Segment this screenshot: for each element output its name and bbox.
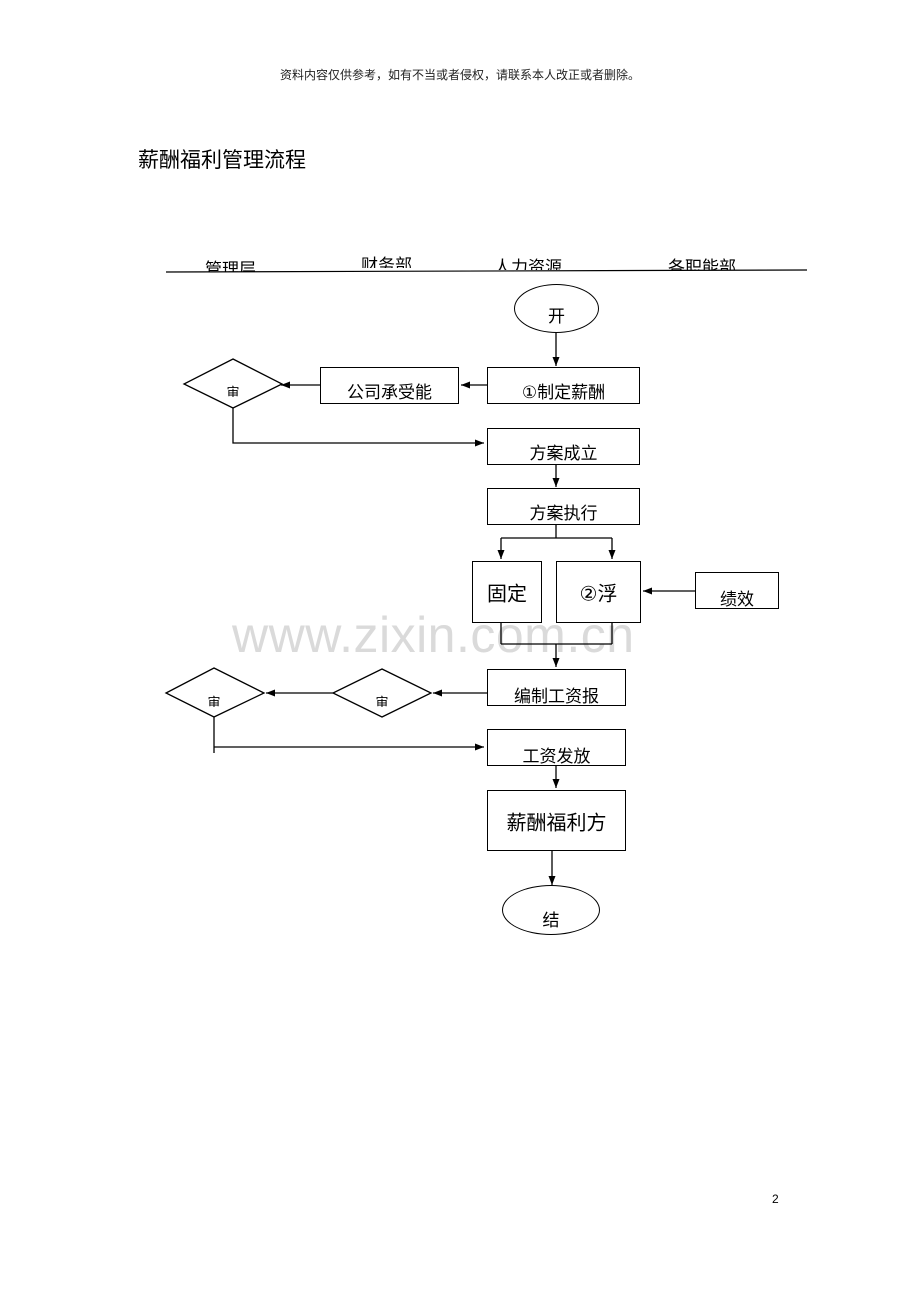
arrow-diamond1-established (232, 408, 484, 447)
process-formulate-label: ①制定薪酬 (521, 383, 606, 403)
process-floating-salary-label: ②浮 (579, 581, 618, 606)
process-payroll: 编制工资报 (487, 669, 626, 706)
process-scheme-established-label: 方案成立 (529, 444, 598, 464)
process-scheme-execute: 方案执行 (487, 488, 640, 525)
process-scheme-established: 方案成立 (487, 428, 640, 465)
lane-management: 管理层 (205, 260, 256, 272)
process-company-review-label: 公司承受能 (347, 383, 432, 403)
page-number: 2 (772, 1192, 779, 1206)
process-salary-payout: 工资发放 (487, 729, 626, 766)
process-payroll-label: 编制工资报 (514, 687, 599, 706)
process-company-review: 公司承受能 (320, 367, 459, 404)
lane-divider-line (165, 269, 808, 273)
start-label: 开 (548, 307, 565, 327)
end-node: 结 (502, 885, 600, 935)
decision-diamond-2 (331, 668, 433, 718)
header-note: 资料内容仅供参考，如有不当或者侵权，请联系本人改正或者删除。 (279, 68, 640, 82)
document-title: 薪酬福利管理流程 (138, 148, 306, 172)
decision-label-3: 审 (207, 696, 221, 707)
lane-hr: 人力资源 (494, 258, 562, 270)
process-formulate: ①制定薪酬 (487, 367, 640, 404)
process-welfare-plan-label: 薪酬福利方 (506, 810, 607, 834)
process-fixed-salary: 固定 (472, 561, 542, 623)
decision-label-2: 审 (375, 696, 389, 707)
lane-finance: 财务部 (361, 256, 412, 268)
end-label: 结 (542, 911, 560, 931)
process-scheme-execute-label: 方案执行 (529, 504, 598, 524)
process-fixed-salary-label: 固定 (487, 581, 527, 606)
lane-departments: 各职能部 (668, 258, 736, 270)
process-welfare-plan: 薪酬福利方 (487, 790, 626, 851)
decision-diamond-1 (182, 358, 284, 409)
process-salary-payout-label: 工资发放 (522, 747, 591, 766)
process-floating-salary: ②浮 (556, 561, 641, 623)
decision-label-1: 审 (226, 386, 240, 397)
decision-diamond-3 (164, 667, 266, 718)
process-performance-label: 绩效 (720, 590, 754, 609)
process-performance: 绩效 (695, 572, 779, 609)
start-node: 开 (514, 284, 599, 333)
